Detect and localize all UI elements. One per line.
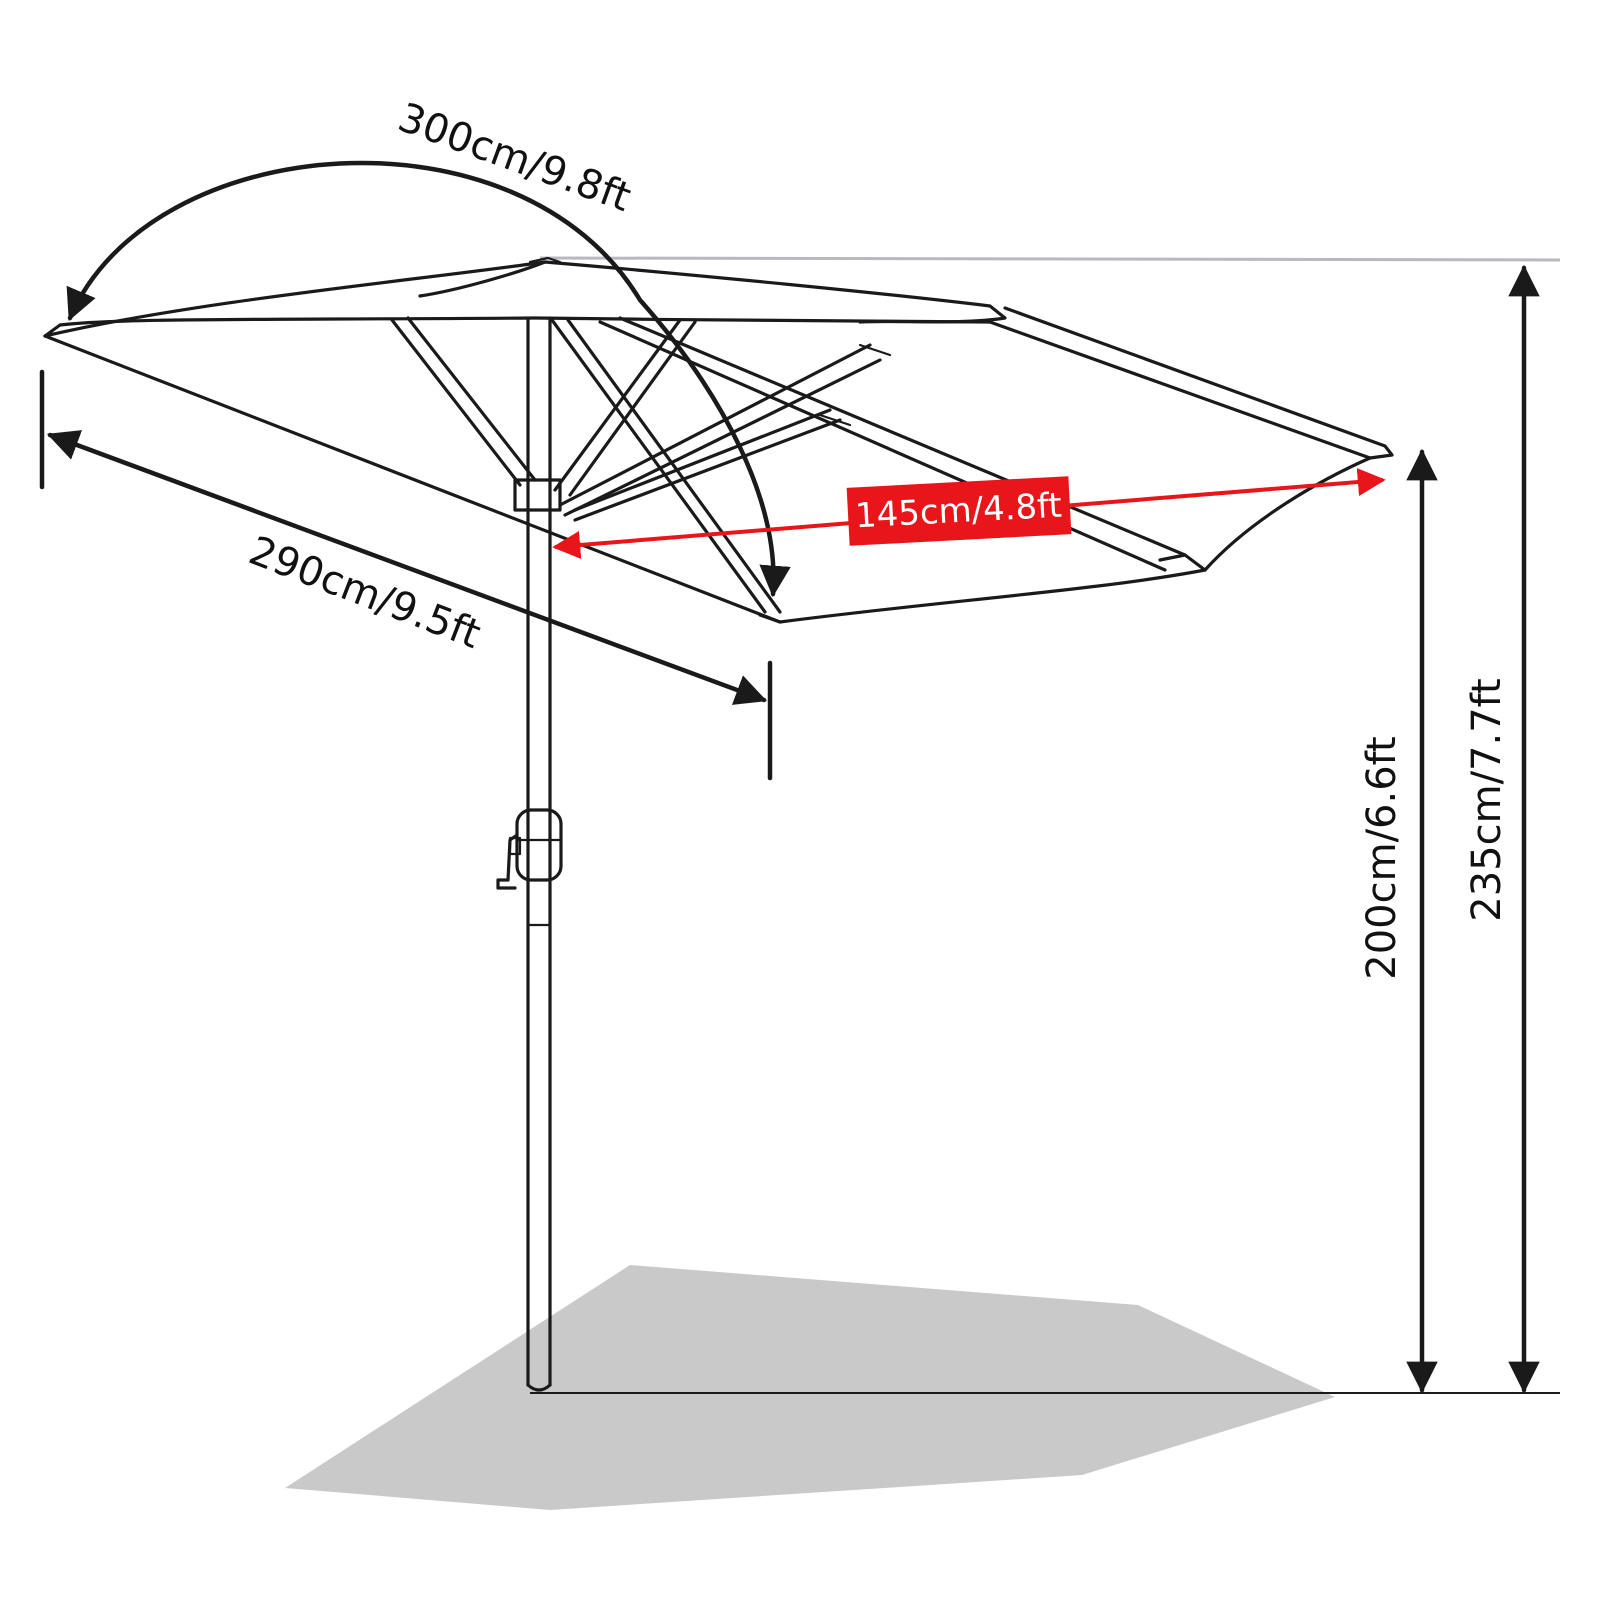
crank-housing	[515, 808, 563, 882]
top-reference-line	[539, 256, 1561, 262]
crank-handle	[496, 833, 519, 890]
total-height-label: 235cm/7.7ft	[1464, 678, 1510, 921]
diagonal-width-label: 290cm/9.5ft	[243, 528, 487, 658]
depth-dimension	[552, 468, 1386, 559]
ground-shadow	[285, 1265, 1335, 1510]
arc-length-label: 300cm/9.8ft	[392, 95, 637, 221]
diagonal-width-dimension	[39, 369, 773, 781]
arc-dimension	[66, 160, 791, 598]
depth-label-background	[846, 476, 1072, 546]
umbrella-ribs	[390, 316, 1187, 614]
umbrella-pole	[496, 316, 563, 1392]
clearance-height-label: 200cm/6.6ft	[1359, 736, 1405, 979]
